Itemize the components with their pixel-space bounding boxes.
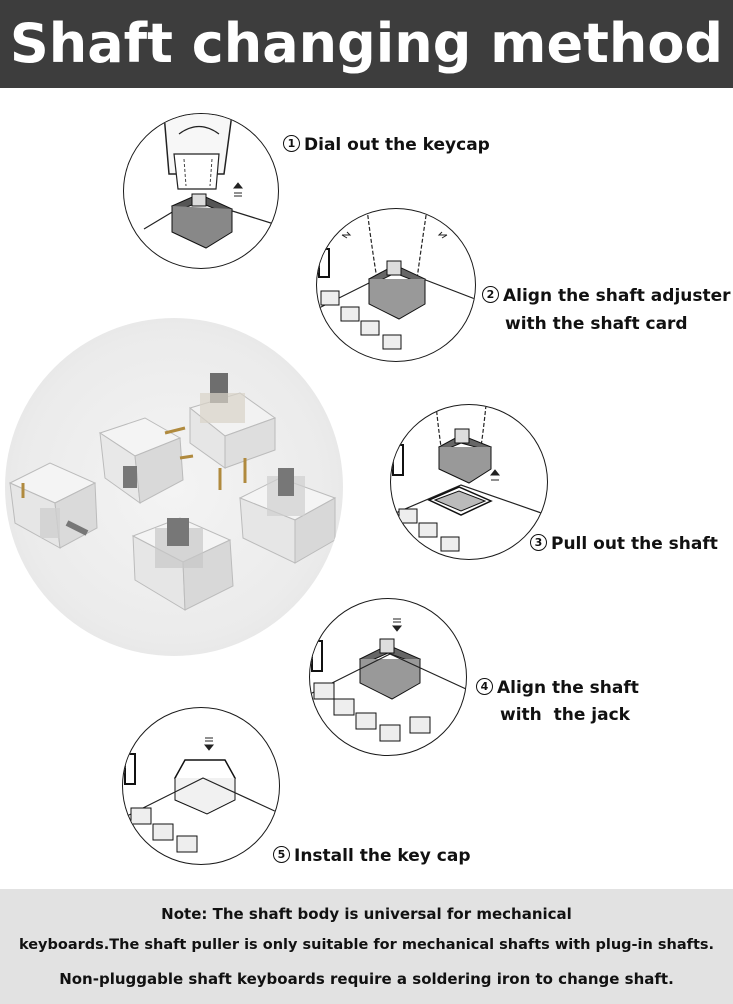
step-2-number: 2 (482, 285, 499, 303)
step-3-number: 3 (530, 533, 547, 551)
step-4-label-line-2: with the jack (500, 701, 630, 729)
note-line-3: Non-pluggable shaft keyboards require a … (59, 970, 674, 988)
pull-shaft-drawing (391, 405, 547, 552)
step-4-illustration (309, 598, 467, 756)
step-2-text-line-2: with the shaft card (505, 314, 688, 334)
step-5-text: Install the key cap (294, 846, 471, 866)
switch-left (8, 462, 98, 549)
step-5-number: 5 (273, 845, 290, 863)
switch-center-left (98, 417, 194, 505)
note-panel: Note: The shaft body is universal for me… (0, 889, 733, 1004)
step-5-illustration (122, 707, 280, 865)
step-4-text-line-2: with the jack (500, 705, 630, 725)
step-1-number: 1 (283, 134, 300, 152)
step-2-illustration (316, 208, 476, 362)
mechanical-switches-image (8, 373, 337, 611)
step-3-illustration (390, 404, 548, 560)
switch-bottom (131, 517, 234, 611)
switch-right (238, 468, 337, 564)
note-line-1: Note: The shaft body is universal for me… (161, 905, 572, 923)
step-1-illustration (123, 113, 279, 269)
align-jack-drawing (310, 618, 466, 742)
step-2-text-line-1: Align the shaft adjuster (503, 286, 731, 306)
step-4-text-line-1: Align the shaft (497, 678, 639, 698)
header-banner: Shaft changing method (0, 0, 733, 88)
keycap-removal-drawing (143, 114, 275, 249)
switches-photo (5, 318, 343, 656)
page-title: Shaft changing method (9, 12, 724, 75)
switch-top (188, 373, 277, 490)
install-keycap-drawing (123, 737, 279, 853)
note-line-2: keyboards.The shaft puller is only suita… (18, 937, 715, 953)
step-4-number: 4 (476, 677, 493, 695)
step-2-label-line-2: with the shaft card (505, 310, 688, 338)
step-1-text: Dial out the keycap (304, 135, 490, 155)
shaft-adjuster-drawing (317, 209, 475, 350)
step-3-text: Pull out the shaft (551, 534, 718, 554)
